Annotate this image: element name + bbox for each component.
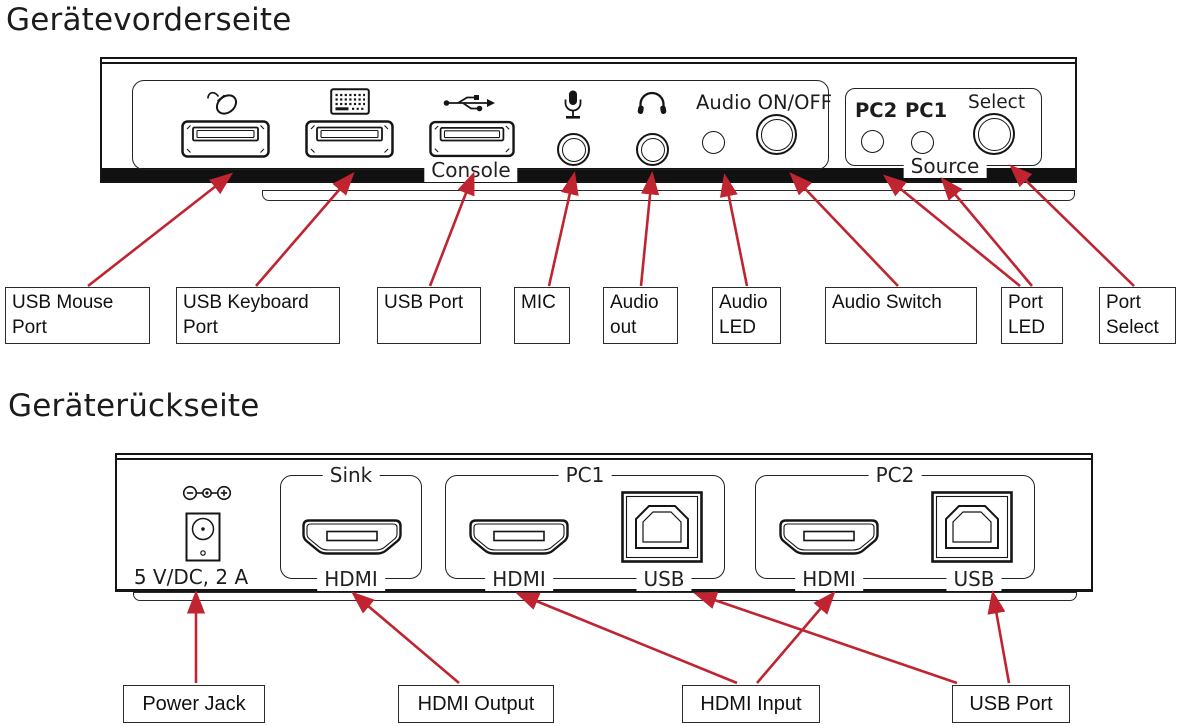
callout-power-jack: Power Jack [123,685,265,723]
callout-audio-switch: Audio Switch [825,287,977,344]
callout-arrow [693,591,958,685]
hdmi-port-pc2 [778,518,880,558]
mic-jack [557,133,590,166]
callout-port-select: Port Select [1099,287,1176,344]
callout-usb-keyboard-port: USB Keyboard Port [176,287,340,344]
pc1-group: PC1 HDMI USB [445,463,725,591]
hdmi-port-pc1 [468,518,570,558]
back-title: Geräterückseite [8,388,260,424]
select-label: Select [968,92,1026,113]
front-base [262,190,1075,201]
usb-b-port-pc2 [931,491,1013,563]
port-select-button [973,113,1015,155]
callout-usb-mouse-port: USB Mouse Port [5,287,150,344]
usb-a-port-mouse [181,120,270,158]
chassis-edge-line [102,62,1075,64]
pc2-label: PC2 [868,463,922,487]
hdmi-label-pc2: HDMI [795,567,863,591]
callout-arrow [1009,164,1135,287]
callout-audio-out: Audio out [603,287,678,344]
callout-usb-port: USB Port [952,685,1070,723]
pc1-port-led [911,131,934,154]
callout-arrow [351,591,460,684]
console-audio-group: Console [132,80,832,182]
source-group: PC2 PC1 Select Source [845,88,1042,178]
pc1-label: PC1 [558,463,612,487]
console-label: Console [424,158,518,182]
usb-a-port-keyboard [305,120,394,158]
audio-led [702,131,725,154]
power-rating-label: 5 V/DC, 2 A [133,565,249,589]
callout-audio-led: Audio LED [712,287,781,344]
usb-b-port-pc1 [621,491,703,563]
pc2-group: PC2 HDMI USB [755,463,1035,591]
hdmi-label-sink: HDMI [317,567,385,591]
callout-arrow [987,590,1011,684]
audio-onoff-label: Audio ON/OFF [696,91,832,114]
keyboard-icon [330,88,370,115]
audio-out-jack [636,133,669,166]
usb-label-pc1: USB [636,567,692,591]
front-chassis: Console [100,57,1077,183]
usb-a-port-console [429,120,515,158]
usb-label-pc2: USB [946,567,1002,591]
hdmi-label-pc1: HDMI [485,567,553,591]
mouse-icon [206,87,240,117]
source-label: Source [903,154,987,178]
pc1-label: PC1 [905,99,948,122]
callout-hdmi-output: HDMI Output [398,685,554,723]
callout-port-led: Port LED [1001,287,1063,344]
hdmi-port-sink [301,518,403,558]
audio-switch-button [756,114,797,155]
callout-usb-port: USB Port [377,287,481,344]
pc2-label: PC2 [855,99,898,122]
callout-mic: MIC [514,287,570,344]
sink-group: Sink HDMI [280,463,422,591]
power-jack [185,512,221,562]
microphone-icon [561,89,585,123]
callout-arrow [87,172,234,288]
pc2-port-led [861,130,884,153]
front-title: Gerätevorderseite [6,2,292,38]
back-chassis: 5 V/DC, 2 A Sink HDMI PC1 [115,453,1093,592]
callout-arrow [515,592,738,685]
back-base [133,592,1077,601]
usb-icon [443,92,495,114]
callout-arrow [756,591,836,684]
polarity-icon [182,484,232,502]
chassis-edge-line [117,458,1091,460]
headphones-icon [637,91,667,115]
sink-label: Sink [322,463,380,487]
callout-hdmi-input: HDMI Input [682,685,820,723]
